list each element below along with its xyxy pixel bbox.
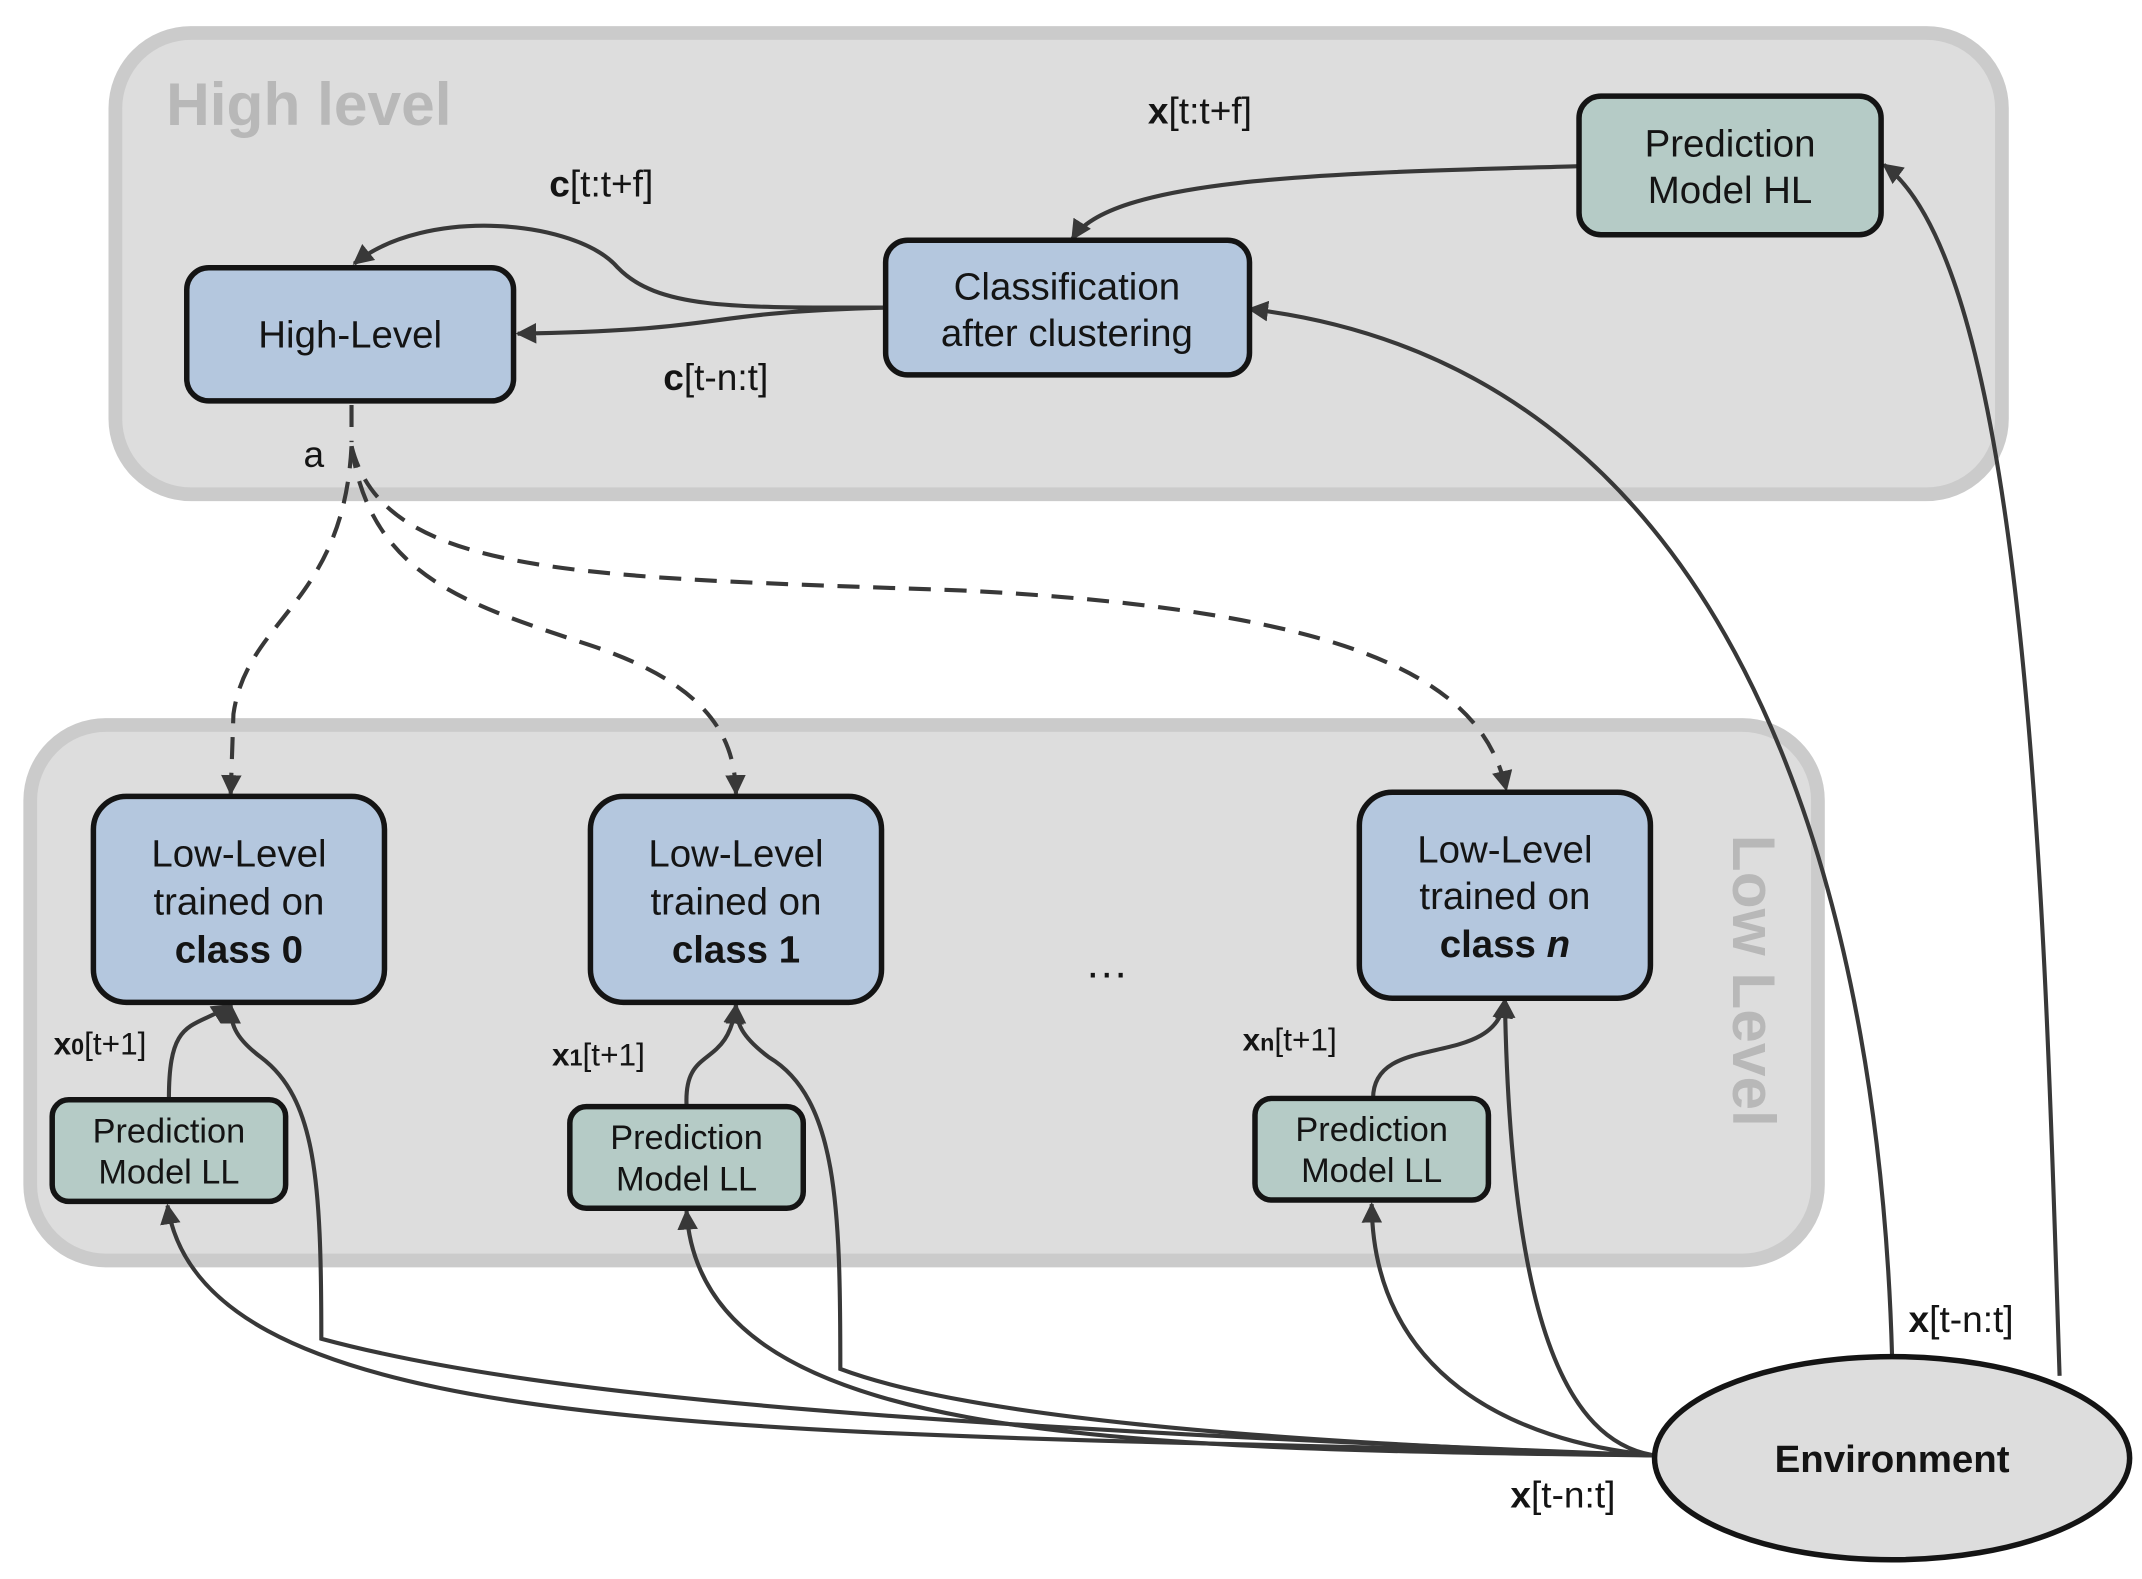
node-prediction-ll-n[interactable]: Prediction Model LL xyxy=(1252,1095,1492,1203)
label-c-past: c[t-n:t] xyxy=(663,356,768,398)
node-classification-line1: Classification xyxy=(954,265,1180,308)
ll1-line1: Low-Level xyxy=(648,832,823,875)
edge-env-to-predll0 xyxy=(160,1203,1655,1458)
edge-env-to-lln xyxy=(1494,997,1655,1458)
edge-labels: x[t:t+f] c[t:t+f] c[t-n:t] a x0[t+1] x1[… xyxy=(54,90,2014,1516)
lln-line3: class n xyxy=(1440,923,1570,966)
label-xn-next: xn[t+1] xyxy=(1243,1021,1337,1057)
lln-line3-prefix: class xyxy=(1440,923,1547,966)
label-x-past-bottom: x[t-n:t] xyxy=(1510,1474,1615,1516)
node-prediction-hl-line1: Prediction xyxy=(1645,123,1816,166)
node-low-level-n[interactable]: Low-Level trained on class n xyxy=(1356,789,1654,1001)
node-low-level-0[interactable]: Low-Level trained on class 0 xyxy=(90,793,388,1006)
edge-predll1-to-ll1 xyxy=(684,1003,744,1106)
edge-predlln-to-lln xyxy=(1371,997,1513,1099)
ll1-line2: trained on xyxy=(650,880,821,923)
node-high-level[interactable]: High-Level xyxy=(184,264,517,404)
ll1-line3: class 1 xyxy=(672,929,800,972)
lln-line1: Low-Level xyxy=(1417,828,1592,871)
edge-env-to-ll1 xyxy=(725,1003,1655,1458)
environment-label: Environment xyxy=(1775,1438,2010,1481)
edge-env-to-ll0 xyxy=(220,1003,1655,1458)
lln-line3-var: n xyxy=(1547,923,1570,966)
low-level-group-title: Low Level xyxy=(1720,835,1788,1127)
ll0-line2: trained on xyxy=(153,880,324,923)
node-low-level-1[interactable]: Low-Level trained on class 1 xyxy=(587,793,885,1006)
edge-env-to-predhl xyxy=(1882,163,2062,1376)
plln-line1: Prediction xyxy=(1295,1111,1448,1149)
label-x1-next: x1[t+1] xyxy=(552,1036,645,1072)
pll0-line2: Model LL xyxy=(98,1154,239,1192)
label-action: a xyxy=(303,433,324,475)
label-x0-next: x0[t+1] xyxy=(54,1025,147,1061)
pll1-line1: Prediction xyxy=(610,1119,763,1157)
label-c-future: c[t:t+f] xyxy=(549,162,653,204)
pll1-line2: Model LL xyxy=(616,1160,757,1198)
node-prediction-hl-line2: Model HL xyxy=(1648,169,1813,212)
pll0-line1: Prediction xyxy=(93,1112,246,1150)
node-classification-line2: after clustering xyxy=(941,312,1193,355)
plln-line2: Model LL xyxy=(1301,1152,1442,1190)
high-level-group-title: High level xyxy=(166,70,451,138)
edge-predhl-to-classification xyxy=(1070,164,1580,241)
edge-classification-to-highlevel-future xyxy=(352,223,886,310)
lln-line2: trained on xyxy=(1419,875,1590,918)
edge-action-to-lln xyxy=(349,445,1513,792)
label-x-past-right: x[t-n:t] xyxy=(1909,1298,2014,1340)
ellipsis-label: … xyxy=(1085,939,1129,988)
label-x-future: x[t:t+f] xyxy=(1148,90,1252,132)
node-classification[interactable]: Classification after clustering xyxy=(882,237,1253,378)
edge-env-to-predll1 xyxy=(677,1208,1655,1458)
ll0-line3: class 0 xyxy=(175,929,303,972)
node-prediction-hl[interactable]: Prediction Model HL xyxy=(1576,93,1884,238)
node-high-level-label: High-Level xyxy=(258,313,442,356)
node-environment[interactable]: Environment xyxy=(1651,1353,2133,1563)
node-prediction-ll-1[interactable]: Prediction Model LL xyxy=(567,1103,807,1212)
edge-env-to-classification xyxy=(1247,300,1895,1357)
edges xyxy=(160,163,2062,1458)
edge-env-to-predlln xyxy=(1361,1202,1655,1458)
node-prediction-ll-0[interactable]: Prediction Model LL xyxy=(49,1097,289,1205)
edge-predll0-to-ll0 xyxy=(166,1003,233,1099)
ll0-line1: Low-Level xyxy=(151,832,326,875)
edge-classification-to-highlevel-past xyxy=(515,305,886,344)
